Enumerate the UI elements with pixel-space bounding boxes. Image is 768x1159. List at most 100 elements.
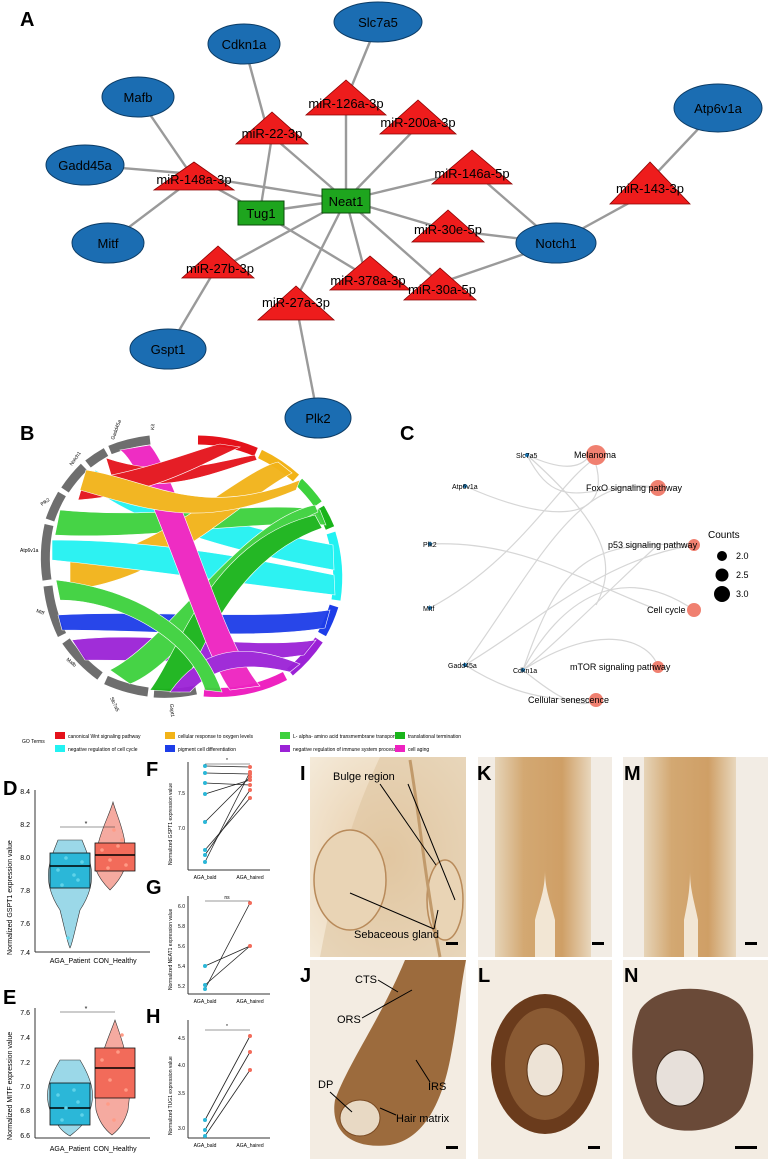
chord-gene-label: Kit	[150, 423, 157, 430]
y-tick: 7.4	[20, 950, 30, 957]
panel-label-k: K	[477, 763, 492, 785]
kegg-pathway-label: FoxO signaling pathway	[586, 483, 683, 493]
y-tick: 4.0	[178, 1063, 185, 1069]
panel-label-c: C	[400, 423, 414, 445]
kegg-gene-label: Cdkn1a	[513, 668, 537, 675]
panel-label-d: D	[3, 778, 17, 800]
mirna-label: miR-126a-3p	[308, 96, 383, 111]
sig-marker: *	[85, 821, 88, 828]
scale-bar	[735, 1146, 757, 1149]
kegg-pathway-label: Cell cycle	[647, 605, 686, 615]
panel-label-e: E	[3, 987, 16, 1009]
mirna-label: miR-22-3p	[242, 126, 303, 141]
x-tick: CON_Healthy	[93, 1146, 137, 1153]
gene-label: Atp6v1a	[694, 101, 742, 116]
chord-gene-label: Slc7a5	[108, 696, 120, 713]
y-tick: 8.2	[20, 822, 30, 829]
y-tick: 5.2	[178, 984, 185, 990]
points	[203, 964, 207, 991]
kegg-pathway-label: p53 signaling pathway	[608, 540, 698, 550]
legend-label: negative regulation of immune system pro…	[293, 747, 397, 753]
y-tick: 5.4	[178, 964, 185, 970]
box	[49, 1082, 91, 1126]
panel-label-n: N	[624, 965, 638, 987]
y-tick: 7.6	[20, 921, 30, 928]
panel-label-h: H	[146, 1006, 160, 1028]
histology-m: M	[623, 757, 768, 957]
points	[203, 1118, 207, 1138]
annotation: ORS	[337, 1014, 361, 1026]
mirna-label: miR-148a-3p	[156, 172, 231, 187]
kegg-pathway-label: Cellular senescence	[528, 695, 609, 705]
gene-label: Plk2	[305, 411, 330, 426]
kegg-edges	[429, 454, 695, 705]
y-axis-label: Normalized NEAT1 expression value	[168, 908, 174, 990]
kegg-pathway-label: mTOR signaling pathway	[570, 662, 671, 672]
scale-bar	[745, 942, 757, 945]
y-tick: 4.5	[178, 1036, 185, 1042]
mirna-label: miR-30a-5p	[408, 282, 476, 297]
pair-lines	[204, 765, 251, 863]
legend-label: pigment cell differentiation	[178, 747, 236, 753]
sig-marker: *	[226, 758, 228, 764]
x-tick: AGA_bald	[194, 875, 217, 881]
sig-marker: ns	[224, 895, 230, 901]
y-axis-label: Normalized GSPT1 expression value	[168, 783, 174, 865]
gene-label: Notch1	[535, 236, 576, 251]
kegg-gene-points	[428, 453, 529, 672]
chord-gene-label: Plk2	[40, 497, 52, 508]
points	[56, 856, 84, 940]
legend-label: cellular response to oxygen levels	[178, 734, 254, 740]
x-tick: AGA_Patient	[50, 958, 91, 965]
y-tick: 7.2	[20, 1060, 30, 1067]
sig-marker: *	[226, 1024, 228, 1030]
gene-label: Mafb	[124, 90, 153, 105]
x-tick: AGA_bald	[194, 1143, 217, 1149]
gene-label: Cdkn1a	[222, 37, 268, 52]
histology-l: L	[478, 960, 612, 1159]
panel-label-a: A	[20, 9, 34, 31]
kegg-gene-label: Atp6v1a	[452, 484, 478, 491]
mirna-label: miR-30e-5p	[414, 222, 482, 237]
chart-f: Normalized GSPT1 expression value 7.5 7.…	[168, 758, 270, 881]
annotation: CTS	[355, 974, 377, 986]
box	[94, 1047, 136, 1099]
legend-swatch	[280, 745, 290, 752]
y-tick: 7.0	[178, 826, 185, 832]
y-axis-label: Normalized TUG1 expression value	[168, 1056, 174, 1135]
gene-arcs	[40, 435, 197, 698]
panel-label-b: B	[20, 423, 34, 445]
points	[203, 764, 207, 864]
scale-bar	[446, 942, 458, 945]
legend-title: GO Terms	[22, 739, 45, 745]
kegg-gene-label: Slc7a5	[516, 453, 538, 460]
points	[248, 901, 252, 948]
go-terms-legend: GO Terms canonical Wnt signaling pathway…	[22, 732, 461, 753]
kegg-pathway-nodes	[586, 445, 701, 707]
histology-n: N	[623, 960, 768, 1159]
counts-legend-title: Counts	[708, 530, 740, 541]
x-tick: AGA_haired	[236, 1143, 263, 1149]
histology-j: J CTS ORS IRS DP Hair matrix	[300, 960, 466, 1159]
scale-bar	[446, 1146, 458, 1149]
legend-dot	[715, 568, 729, 582]
scale-bar	[588, 1146, 600, 1149]
kegg-gene-label: Mitf	[423, 606, 434, 613]
legend-swatch	[55, 732, 65, 739]
legend-dot	[714, 586, 730, 602]
points	[56, 1088, 84, 1122]
chord-ribbons	[51, 443, 336, 693]
histology-i: I Bulge region Sebaceous gland	[300, 757, 466, 958]
y-tick: 3.0	[178, 1126, 185, 1132]
chart-h: Normalized TUG1 expression value 4.5 4.0…	[168, 1020, 270, 1149]
points	[248, 1034, 252, 1072]
scale-bar	[592, 942, 604, 945]
x-tick: AGA_haired	[236, 875, 263, 881]
legend-label: negative regulation of cell cycle	[68, 747, 138, 753]
legend-label: L- alpha- amino acid transmembrane trans…	[293, 734, 396, 740]
lncrna-label: Tug1	[246, 206, 275, 221]
legend-label: canonical Wnt signaling pathway	[68, 734, 141, 740]
y-tick: 7.6	[20, 1010, 30, 1017]
annotation: DP	[318, 1079, 333, 1091]
gene-label: Slc7a5	[358, 15, 398, 30]
